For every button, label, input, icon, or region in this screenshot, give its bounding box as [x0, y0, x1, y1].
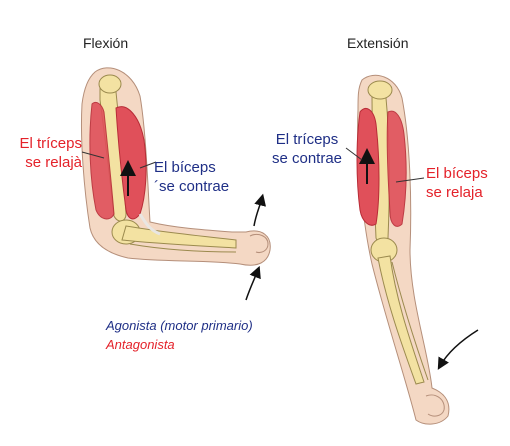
leader-line	[345, 147, 363, 161]
extension-shoulder-bone	[367, 80, 393, 100]
extension-biceps-muscle	[386, 110, 407, 227]
extension-biceps-line-1: El bíceps	[426, 165, 488, 182]
curved-arrow-icon	[253, 193, 266, 227]
flexion-title: Flexión	[83, 35, 129, 51]
flexion-fist	[249, 233, 269, 253]
leader-line	[139, 161, 157, 169]
legend-antagonist: Antagonista	[106, 337, 175, 352]
curved-arrow-icon	[437, 329, 479, 370]
extension-triceps-label: El tríceps se contrae	[268, 130, 346, 168]
flexion-triceps-label: El tríceps se relajà	[6, 134, 82, 172]
extension-biceps-label: El bíceps se relaja	[426, 164, 488, 202]
leader-line	[395, 177, 425, 183]
extension-forearm-bones	[377, 255, 425, 385]
flexion-biceps-line-1: El bíceps	[154, 159, 216, 176]
extension-triceps-line-2: se contrae	[271, 150, 343, 167]
flexion-triceps-line-1: El tríceps	[19, 135, 82, 152]
legend-agonist: Agonista (motor primario)	[106, 318, 253, 333]
flexion-biceps-line-2: ´se contrae	[154, 178, 230, 195]
flexion-forearm-bones	[121, 225, 237, 249]
flexion-triceps-muscle	[89, 101, 115, 220]
extension-title: Extensión	[347, 35, 409, 51]
flexion-shoulder-bone	[98, 74, 122, 94]
leader-line	[81, 151, 105, 159]
curved-arrow-icon	[245, 265, 261, 301]
extension-fist	[425, 394, 445, 417]
extension-triceps-line-1: El tríceps	[275, 131, 339, 148]
extension-biceps-line-2: se relaja	[426, 184, 483, 201]
flexion-arm	[80, 67, 271, 301]
flexion-triceps-line-2: se relajà	[25, 154, 82, 171]
extension-arm	[356, 75, 479, 425]
flexion-biceps-label: El bíceps ´se contrae	[154, 158, 229, 196]
